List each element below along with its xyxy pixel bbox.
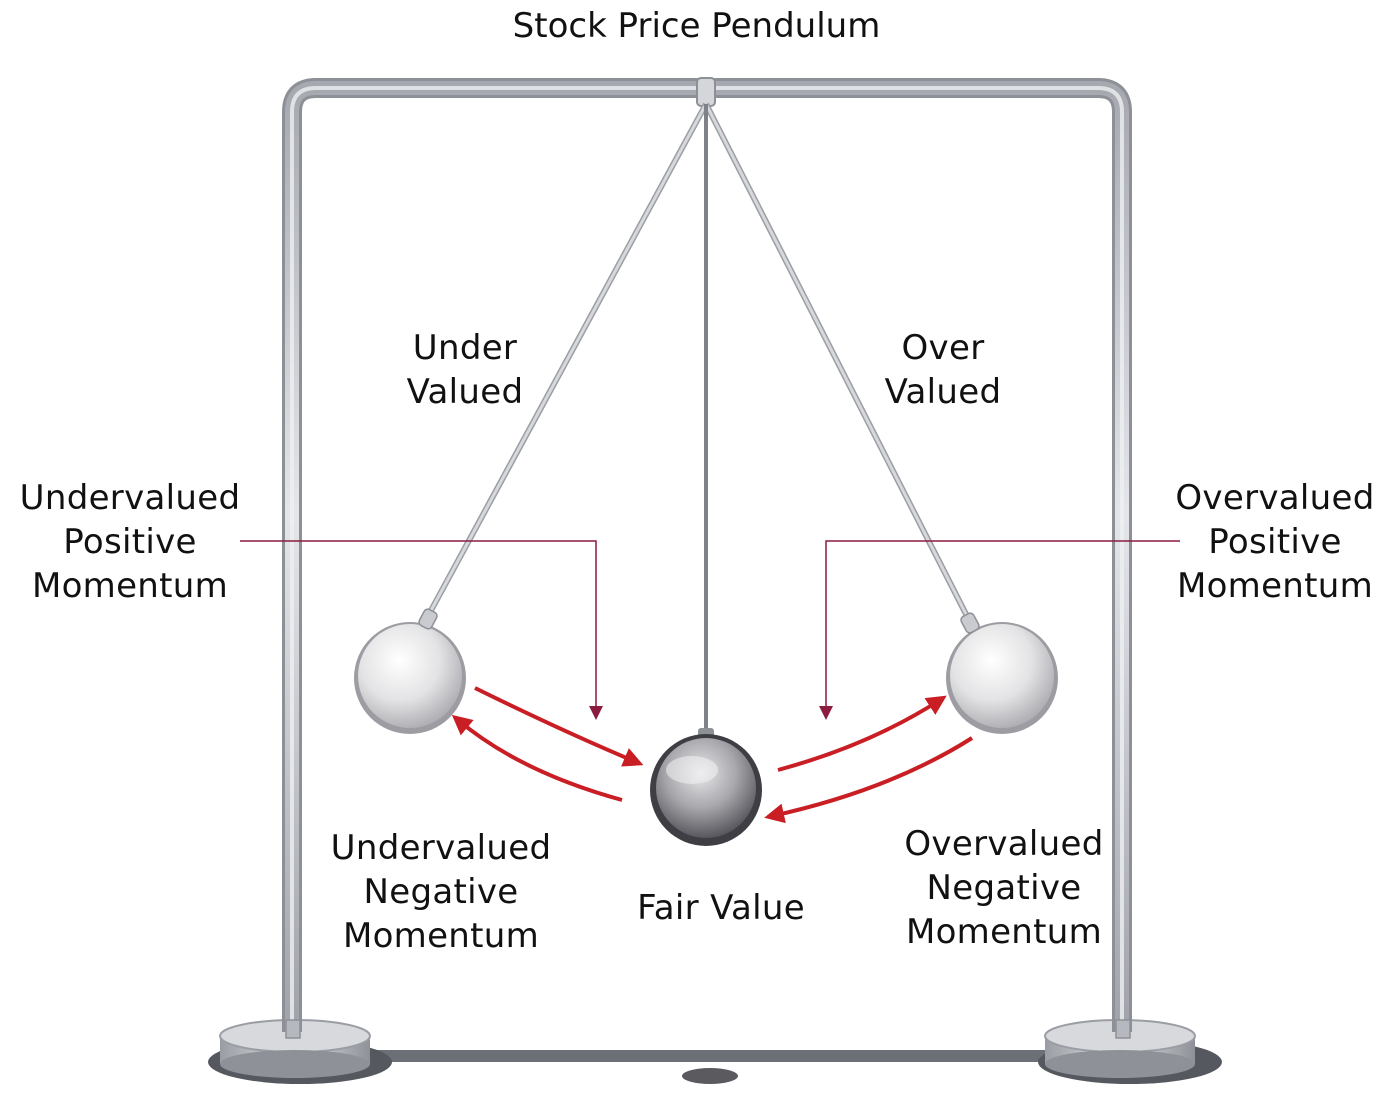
label-under-valued-line2: Valued	[406, 372, 524, 412]
label-undervalued-negative-momentum: Undervalued Negative Momentum	[326, 826, 556, 958]
swing-arrows	[451, 686, 974, 824]
label-over-valued-line2: Valued	[884, 372, 1002, 412]
label-overvalued-positive-momentum: Overvalued Positive Momentum	[1168, 476, 1382, 608]
label-upm-line2: Positive	[63, 522, 197, 562]
label-onm-line1: Overvalued	[904, 824, 1104, 864]
label-under-valued: Under Valued	[380, 326, 550, 414]
left-base	[208, 1019, 392, 1084]
arrow-center-to-right	[777, 695, 947, 772]
label-fair-value: Fair Value	[637, 888, 805, 928]
callout-arrowhead-right	[819, 706, 833, 720]
diagram-title: Stock Price Pendulum	[512, 6, 881, 46]
arrow-left-to-center	[474, 686, 644, 767]
label-under-valued-line1: Under	[412, 328, 518, 368]
pendulum-frame	[282, 77, 1132, 1039]
label-over-valued: Over Valued	[858, 326, 1028, 414]
pendulum-strings	[425, 102, 973, 738]
label-unm-line3: Momentum	[342, 916, 540, 956]
label-unm-line2: Negative	[363, 872, 519, 912]
callout-line-left	[240, 540, 597, 706]
arrow-right-to-center	[764, 736, 974, 824]
label-opm-line1: Overvalued	[1175, 478, 1375, 518]
label-upm-line3: Momentum	[31, 566, 229, 606]
callout-lines	[240, 540, 1180, 720]
label-onm-line2: Negative	[926, 868, 1082, 908]
floor-shadow	[682, 1068, 738, 1084]
label-unm-line1: Undervalued	[330, 828, 552, 868]
label-onm-line3: Momentum	[905, 912, 1103, 952]
label-over-valued-line1: Over	[901, 328, 985, 368]
floor-bar	[290, 1050, 1100, 1062]
right-ball	[946, 612, 1058, 734]
label-overvalued-negative-momentum: Overvalued Negative Momentum	[896, 822, 1112, 954]
label-opm-line2: Positive	[1208, 522, 1342, 562]
callout-line-right	[825, 540, 1180, 706]
callout-arrowhead-left	[589, 706, 603, 720]
label-undervalued-positive-momentum: Undervalued Positive Momentum	[14, 476, 246, 608]
arrow-center-to-left	[451, 714, 623, 802]
label-opm-line3: Momentum	[1176, 566, 1374, 606]
center-ball	[650, 728, 762, 846]
left-ball	[354, 608, 466, 734]
label-upm-line1: Undervalued	[19, 478, 241, 518]
